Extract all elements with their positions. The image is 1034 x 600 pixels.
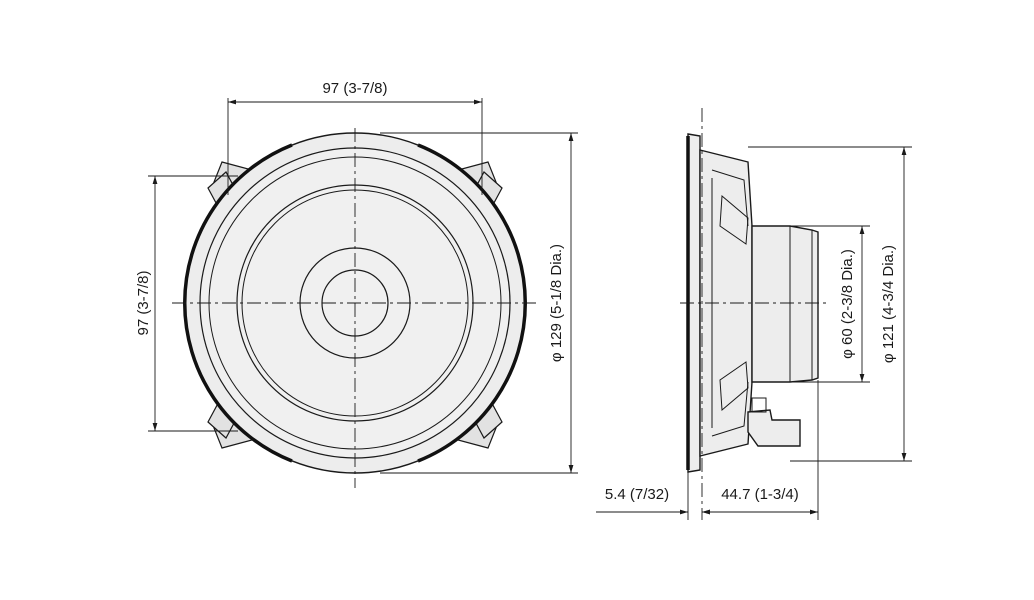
flange-depth-label: 5.4 (7/32) (605, 486, 669, 503)
front-view: 97 (3-7/8) 97 (3-7/8) φ 129 (5-1/8 Dia.) (135, 80, 578, 488)
mount-depth-label: 44.7 (1-3/4) (721, 486, 799, 503)
side-terminal (747, 409, 801, 447)
terminal-tab (751, 397, 767, 413)
basket-spoke-bottom (719, 361, 749, 412)
cutout-diameter-label: φ 121 (4-3/4 Dia.) (880, 245, 897, 363)
magnet-diameter-label: φ 60 (2-3/8 Dia.) (839, 249, 856, 359)
basket-ridge-top (711, 169, 749, 227)
side-view: φ 60 (2-3/8 Dia.) φ 121 (4-3/4 Dia.) 5.4… (596, 108, 912, 520)
width-dimension-label: 97 (3-7/8) (322, 80, 387, 97)
basket-spoke-top (719, 194, 749, 245)
outer-diameter-label: φ 129 (5-1/8 Dia.) (548, 244, 565, 362)
height-dimension-label: 97 (3-7/8) (135, 270, 152, 335)
side-magnet (751, 225, 819, 383)
basket-ridge-bottom (711, 381, 749, 437)
